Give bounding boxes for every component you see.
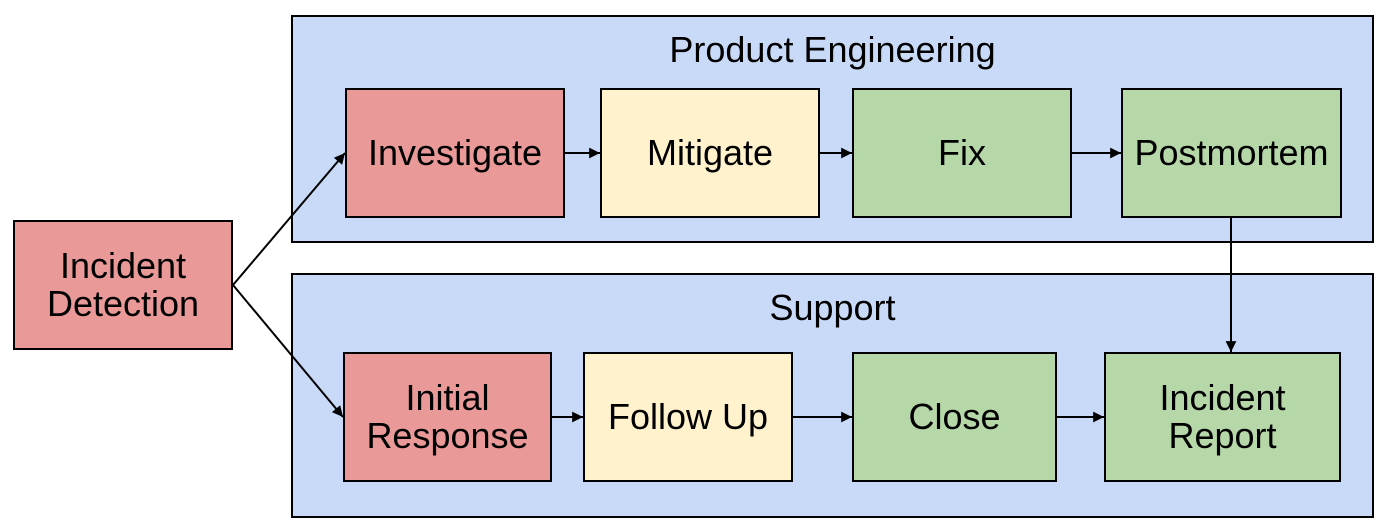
node-label-follow-up: Follow Up	[607, 395, 769, 437]
edge-incident-detection-to-initial-response[interactable]	[232, 284, 344, 418]
edge-incident-detection-to-investigate[interactable]	[232, 152, 346, 286]
node-label-incident-report: Incident Report	[1159, 376, 1286, 456]
node-incident-report[interactable]: Incident Report	[1104, 352, 1341, 482]
lane-title-support: Support	[769, 287, 896, 328]
node-label-fix: Fix	[938, 131, 986, 173]
node-label-investigate: Investigate	[367, 131, 543, 173]
node-label-postmortem: Postmortem	[1134, 131, 1329, 173]
node-incident-detection[interactable]: Incident Detection	[13, 220, 233, 350]
node-label-mitigate: Mitigate	[646, 131, 774, 173]
lane-title-product-engineering: Product Engineering	[669, 29, 996, 70]
node-label-initial-response: Initial Response	[366, 376, 529, 456]
node-follow-up[interactable]: Follow Up	[583, 352, 793, 482]
node-postmortem[interactable]: Postmortem	[1121, 88, 1342, 218]
node-close[interactable]: Close	[852, 352, 1057, 482]
node-fix[interactable]: Fix	[852, 88, 1072, 218]
node-mitigate[interactable]: Mitigate	[600, 88, 820, 218]
node-label-incident-detection: Incident Detection	[46, 244, 200, 324]
node-initial-response[interactable]: Initial Response	[343, 352, 552, 482]
node-investigate[interactable]: Investigate	[345, 88, 565, 218]
node-label-close: Close	[908, 395, 1001, 437]
